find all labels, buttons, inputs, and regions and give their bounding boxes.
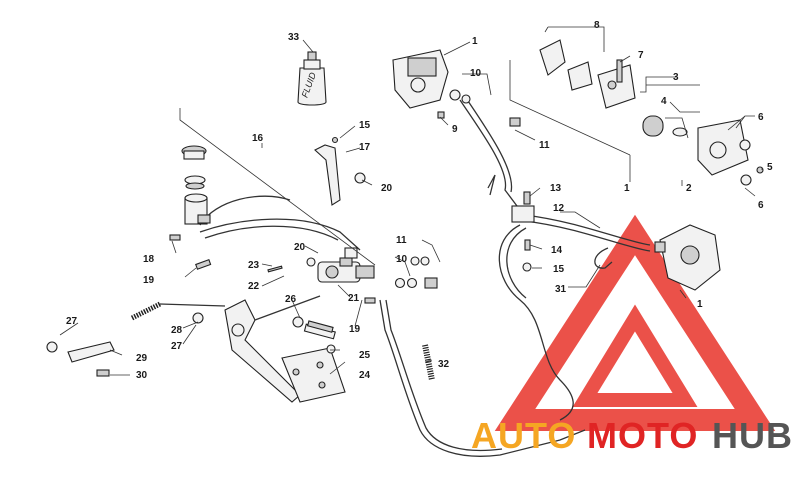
callout-26: 26 <box>285 294 297 305</box>
callout-9: 9 <box>452 124 458 135</box>
callout-27: 27 <box>171 341 183 352</box>
callout-31: 31 <box>555 284 567 295</box>
watermark-logo <box>494 214 776 431</box>
callout-28: 28 <box>171 325 183 336</box>
logo-triangle <box>494 214 776 431</box>
callout-11: 11 <box>396 235 407 246</box>
callout-10: 10 <box>396 254 408 265</box>
callout-8: 8 <box>594 20 600 31</box>
bracket-17 <box>314 144 341 206</box>
caliper-exploded <box>642 115 764 186</box>
callout-6: 6 <box>758 112 764 123</box>
callout-24: 24 <box>359 370 371 381</box>
hook-31 <box>594 247 613 269</box>
callout-23: 23 <box>248 260 260 271</box>
logo-inner-triangle <box>572 304 698 407</box>
callout-3: 3 <box>673 72 679 83</box>
watermark-auto: AUTO <box>471 415 576 456</box>
callouts: 33 1 8 7 10 3 4 6 9 11 15 16 17 5 2 1 20… <box>66 20 773 381</box>
junction-block <box>511 191 535 272</box>
callout-19: 19 <box>349 324 361 335</box>
callout-12: 12 <box>553 203 565 214</box>
callout-4: 4 <box>661 96 667 107</box>
watermark-text: AUTO MOTO HUB <box>471 415 793 456</box>
callout-14: 14 <box>551 245 563 256</box>
callout-33: 33 <box>288 32 300 43</box>
callout-2: 2 <box>686 183 692 194</box>
callout-1: 1 <box>697 299 703 310</box>
callout-5: 5 <box>767 162 773 173</box>
callout-29: 29 <box>136 353 148 364</box>
callout-21: 21 <box>348 293 360 304</box>
callout-16: 16 <box>252 133 264 144</box>
callout-11: 11 <box>539 140 550 151</box>
callout-6: 6 <box>758 200 764 211</box>
callout-1: 1 <box>624 183 630 194</box>
callout-7: 7 <box>638 50 644 61</box>
callout-22: 22 <box>248 281 260 292</box>
fluid-bottle: FLUID <box>297 51 327 106</box>
callout-20: 20 <box>381 183 393 194</box>
bolts <box>169 117 521 354</box>
callout-27: 27 <box>66 316 78 327</box>
callout-20: 20 <box>294 242 306 253</box>
callout-32: 32 <box>438 359 450 370</box>
leader-lines <box>59 26 763 376</box>
callout-15: 15 <box>359 120 371 131</box>
callout-10: 10 <box>470 68 482 79</box>
caliper-top <box>392 49 471 119</box>
master-cylinder <box>317 247 438 289</box>
pedal-assembly <box>46 295 346 403</box>
callout-17: 17 <box>359 142 371 153</box>
caliper-right <box>654 224 721 291</box>
caliper-brackets <box>539 39 636 109</box>
callout-30: 30 <box>136 370 148 381</box>
callout-25: 25 <box>359 350 371 361</box>
callout-15: 15 <box>553 264 565 275</box>
brake-lines <box>199 97 651 457</box>
callout-13: 13 <box>550 183 562 194</box>
callout-18: 18 <box>143 254 155 265</box>
watermark-moto: MOTO <box>587 415 698 456</box>
reservoir-assembly <box>181 145 211 225</box>
spring-hose-32 <box>422 344 435 381</box>
watermark-hub: HUB <box>712 415 793 456</box>
callout-1: 1 <box>472 36 478 47</box>
callout-19: 19 <box>143 275 155 286</box>
